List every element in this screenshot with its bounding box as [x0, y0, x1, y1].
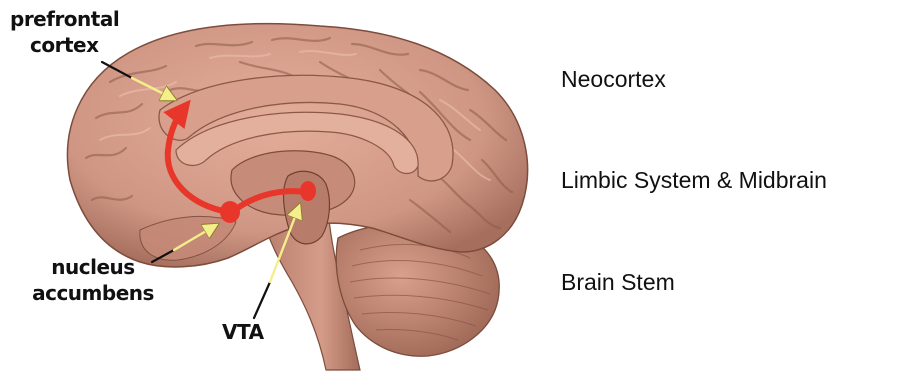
label-prefrontal-line1: prefrontal	[10, 6, 150, 32]
label-nucleus-line1: nucleus	[18, 254, 168, 280]
label-vta: VTA	[222, 319, 282, 345]
label-nucleus-accumbens: nucleus accumbens	[18, 254, 168, 306]
nucleus-accumbens-node	[220, 201, 240, 223]
legend-limbic-system: Limbic System & Midbrain	[561, 167, 827, 194]
label-prefrontal-cortex: prefrontal cortex	[10, 6, 150, 58]
label-prefrontal-line2: cortex	[10, 32, 150, 58]
leader-vta	[254, 282, 270, 318]
vta-node	[300, 181, 316, 201]
legend-neocortex: Neocortex	[561, 66, 666, 93]
label-nucleus-line2: accumbens	[18, 280, 168, 306]
legend-brain-stem: Brain Stem	[561, 269, 675, 296]
